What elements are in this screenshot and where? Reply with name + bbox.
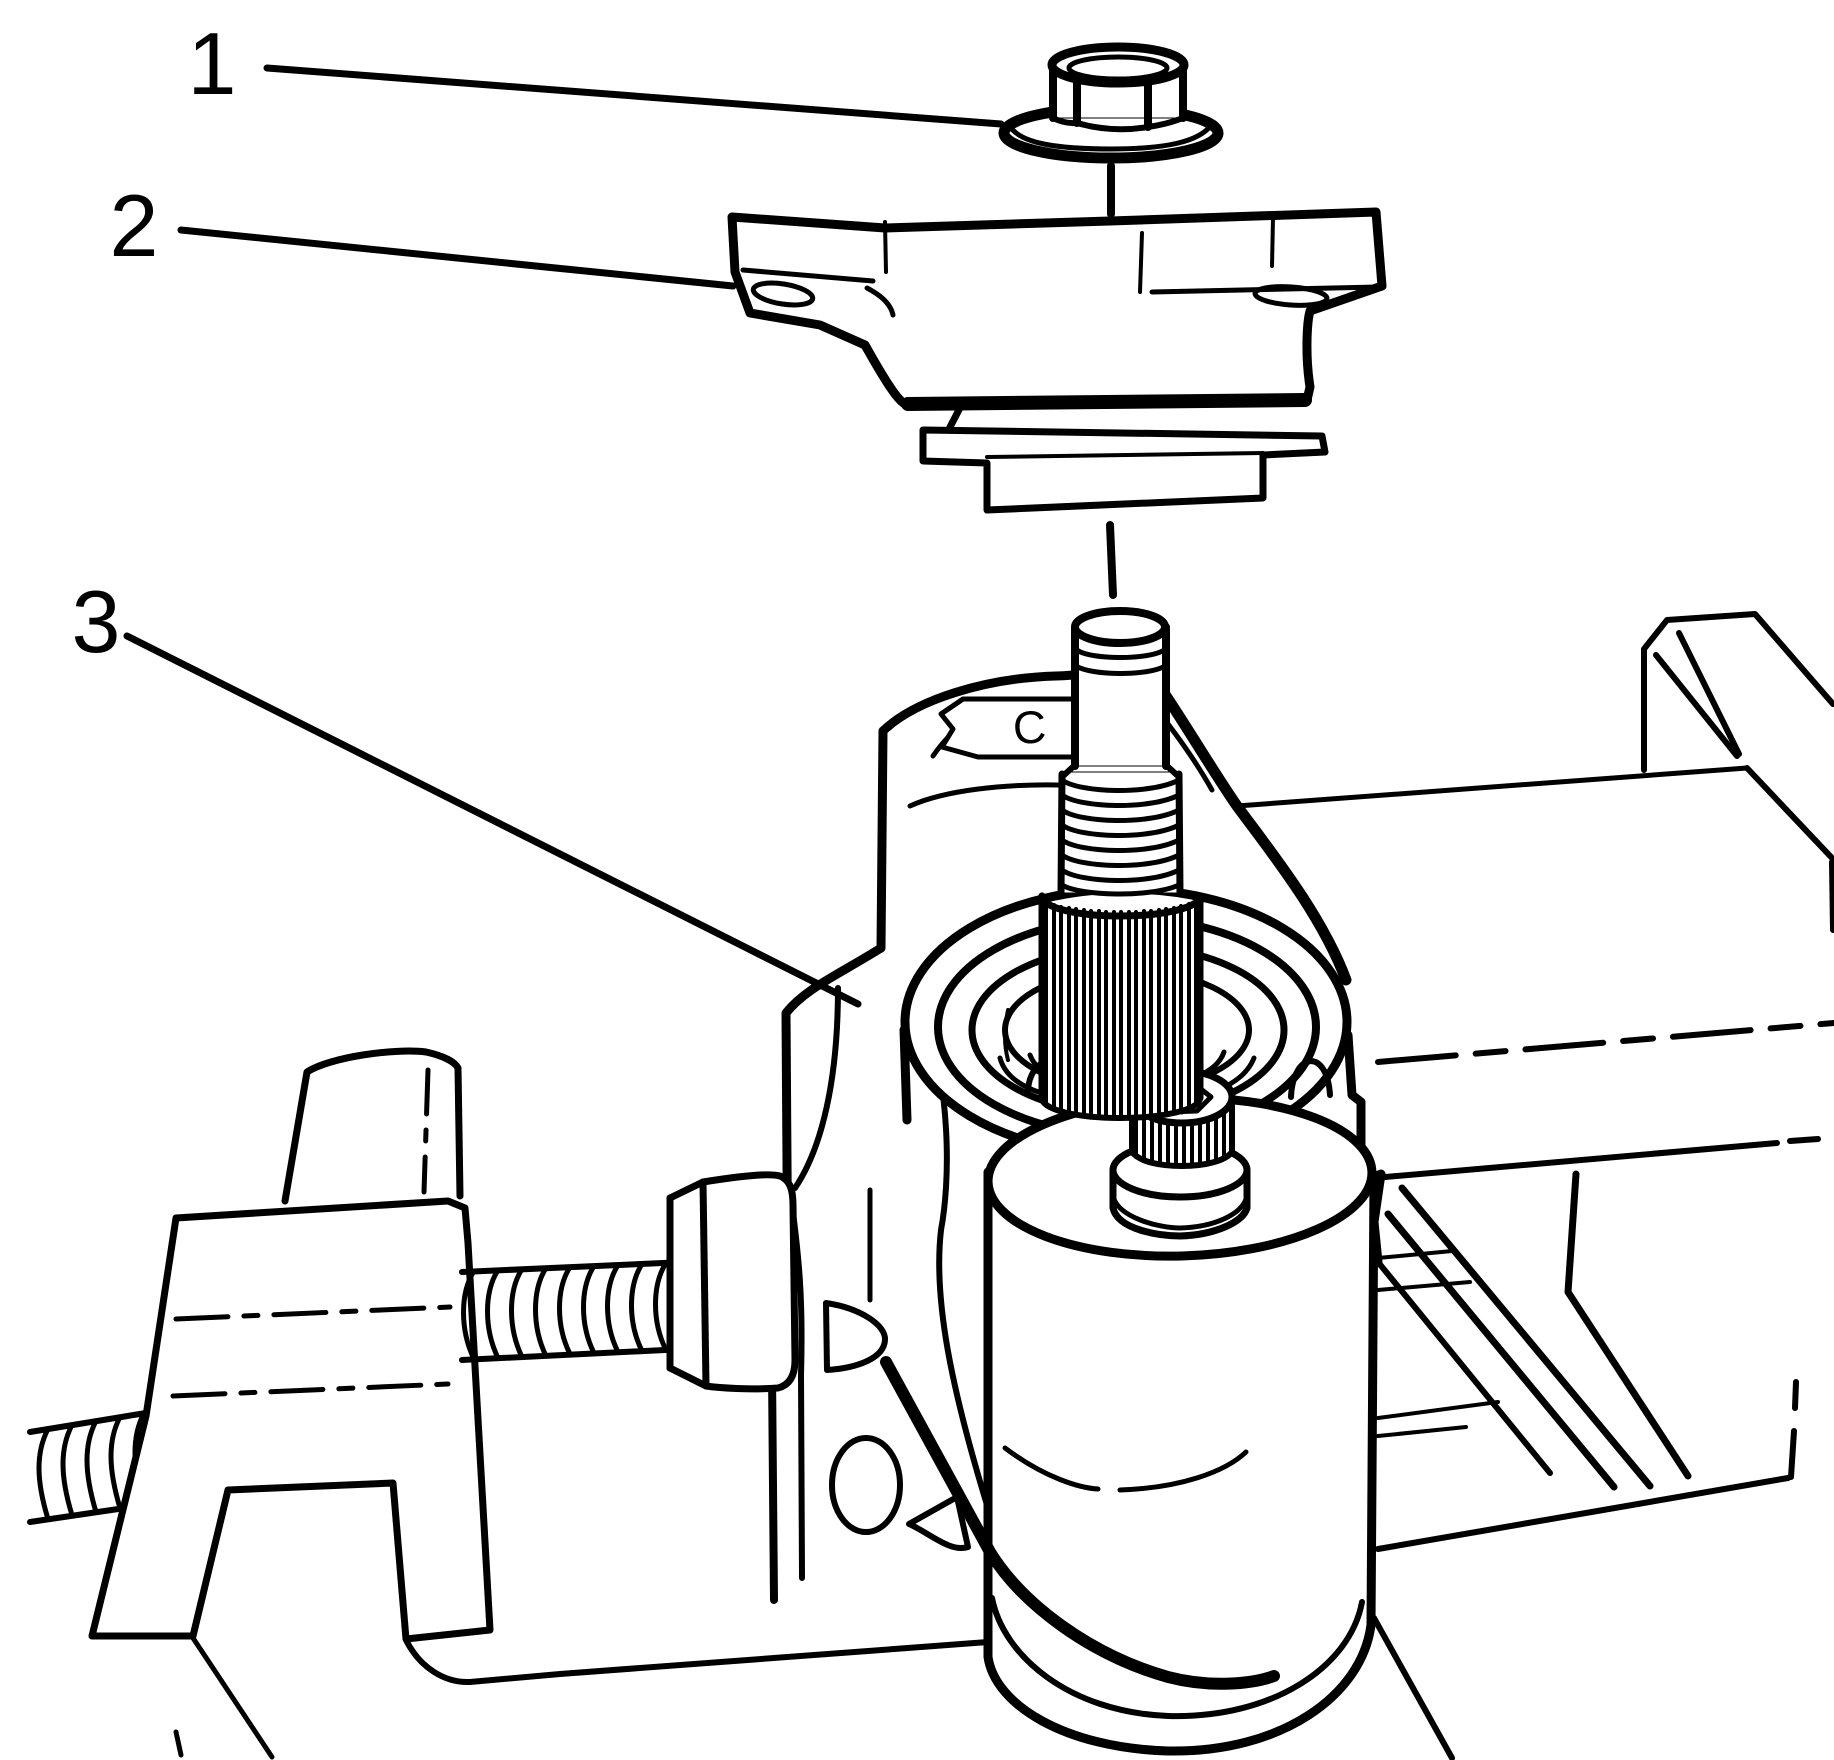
collar-body: [666, 1171, 799, 1393]
assembly-centerline: [1106, 162, 1117, 599]
thread-crests: [1059, 777, 1182, 897]
frame-bracket-edge-1: [1676, 630, 1742, 757]
rod-left-threads: [36, 1410, 147, 1522]
threaded-rod-right: [459, 1259, 688, 1363]
rail-centerline-dashdot: [1375, 1020, 1834, 1065]
bolt-washer-seam: [1110, 1193, 1250, 1231]
frame-bracket-icon: [1641, 611, 1834, 773]
rail-face-diagonal-3: [1375, 1259, 1553, 1476]
bore-inner-arc-3: [1003, 1008, 1010, 1062]
rail-face-bent-member: [1564, 1170, 1692, 1480]
rail-bottom-edge: [1375, 1475, 1791, 1552]
left-slot-hole: [750, 280, 816, 308]
bracket-silhouette: [727, 207, 1387, 409]
callout-2-leader-line: [177, 226, 737, 290]
spline-sides: [1038, 892, 1204, 1102]
rod-right-threads: [461, 1260, 669, 1362]
drum-bottom-inner-arc: [989, 1595, 1365, 1720]
drum-body: [983, 1167, 1379, 1756]
frame-bracket-edge-2: [1653, 652, 1740, 759]
bracket-seam-lines: [883, 216, 1275, 294]
d-shaped-cutout: [823, 1300, 888, 1373]
mount-flange-bottom-edge: [985, 451, 1265, 459]
rod-collar-nut: [666, 1171, 799, 1393]
nut-hex-bottom-edges: [1050, 115, 1186, 133]
bracket-notch-edge: [945, 398, 967, 433]
callout-3-label: 3: [72, 572, 121, 671]
housing-front-web-edge: [880, 1356, 1280, 1690]
rail-face-diagonal-1: [1398, 1184, 1654, 1490]
clamp-post: [281, 1047, 464, 1205]
callout-3-leader-line: [123, 632, 862, 1008]
callout-1-label: 1: [188, 14, 237, 113]
pin-top-face: [1071, 607, 1169, 647]
housing-left-wall-upper: [876, 726, 888, 953]
nut-flange-top-arc: [1007, 121, 1215, 152]
stub-shaft: [1038, 607, 1204, 1121]
clamp-centerline-lower: [170, 1381, 451, 1399]
boss-left-side: [899, 1025, 912, 1125]
cast-mark-letter: C: [1012, 700, 1048, 754]
casting-triangle-mark: [906, 1494, 971, 1552]
rail-right-dashes: [1788, 1379, 1799, 1480]
spline-bottom-arc: [1039, 1095, 1203, 1121]
rail-face-top-edge: [1371, 1136, 1821, 1181]
lower-cylinder-drum: [983, 1067, 1379, 1756]
housing-shoulder-curve: [907, 782, 1061, 809]
rail-face-diagonal-2: [1384, 1210, 1618, 1491]
housing-left-web-edge: [792, 985, 841, 1191]
clamp-leg-edges: [173, 1635, 275, 1760]
clamp-post-centerline: [421, 1067, 431, 1195]
fixture-clamp: [27, 1047, 991, 1760]
left-ear-crease: [740, 267, 876, 284]
collar-inner-edge: [699, 1178, 710, 1390]
nut-hex-corners: [1049, 60, 1187, 131]
clamp-centerline-upper: [173, 1304, 453, 1322]
bracket-bottom-band: [901, 393, 1312, 411]
callout-2-label: 2: [110, 176, 159, 275]
center-web-curve: [864, 285, 896, 318]
casting-arch-2: [1288, 1058, 1333, 1100]
clamp-body: [88, 1197, 494, 1643]
callout-1-leader-line: [263, 64, 1005, 128]
rail-face-flange-lines: [1376, 1249, 1500, 1438]
frame-bracket-outline: [1641, 611, 1834, 773]
fixture-bottom-edge: [403, 1637, 991, 1686]
rail-top-edge: [1234, 765, 1750, 809]
rail-corner-edge: [1744, 765, 1834, 933]
spline-teeth-lines: [1044, 898, 1198, 1117]
centerline-dash-lower: [1106, 521, 1117, 599]
upper-mount-bracket: [727, 207, 1387, 514]
nut-top-chamfer: [1066, 54, 1170, 82]
pin-chamfer-arcs: [1073, 647, 1168, 676]
rail-lower-corner-edge: [1371, 1615, 1455, 1760]
casting-hole-circle: [829, 1435, 903, 1535]
bolt-knurl-lines: [1134, 1105, 1226, 1167]
right-slot-hole: [1252, 284, 1330, 308]
mount-flange-and-block: [919, 426, 1329, 514]
flange-nut: [998, 42, 1224, 164]
drum-face-seam: [1002, 1445, 1249, 1493]
callouts: 1 2 3: [72, 14, 1005, 1008]
frame-rail: [1234, 611, 1834, 1760]
